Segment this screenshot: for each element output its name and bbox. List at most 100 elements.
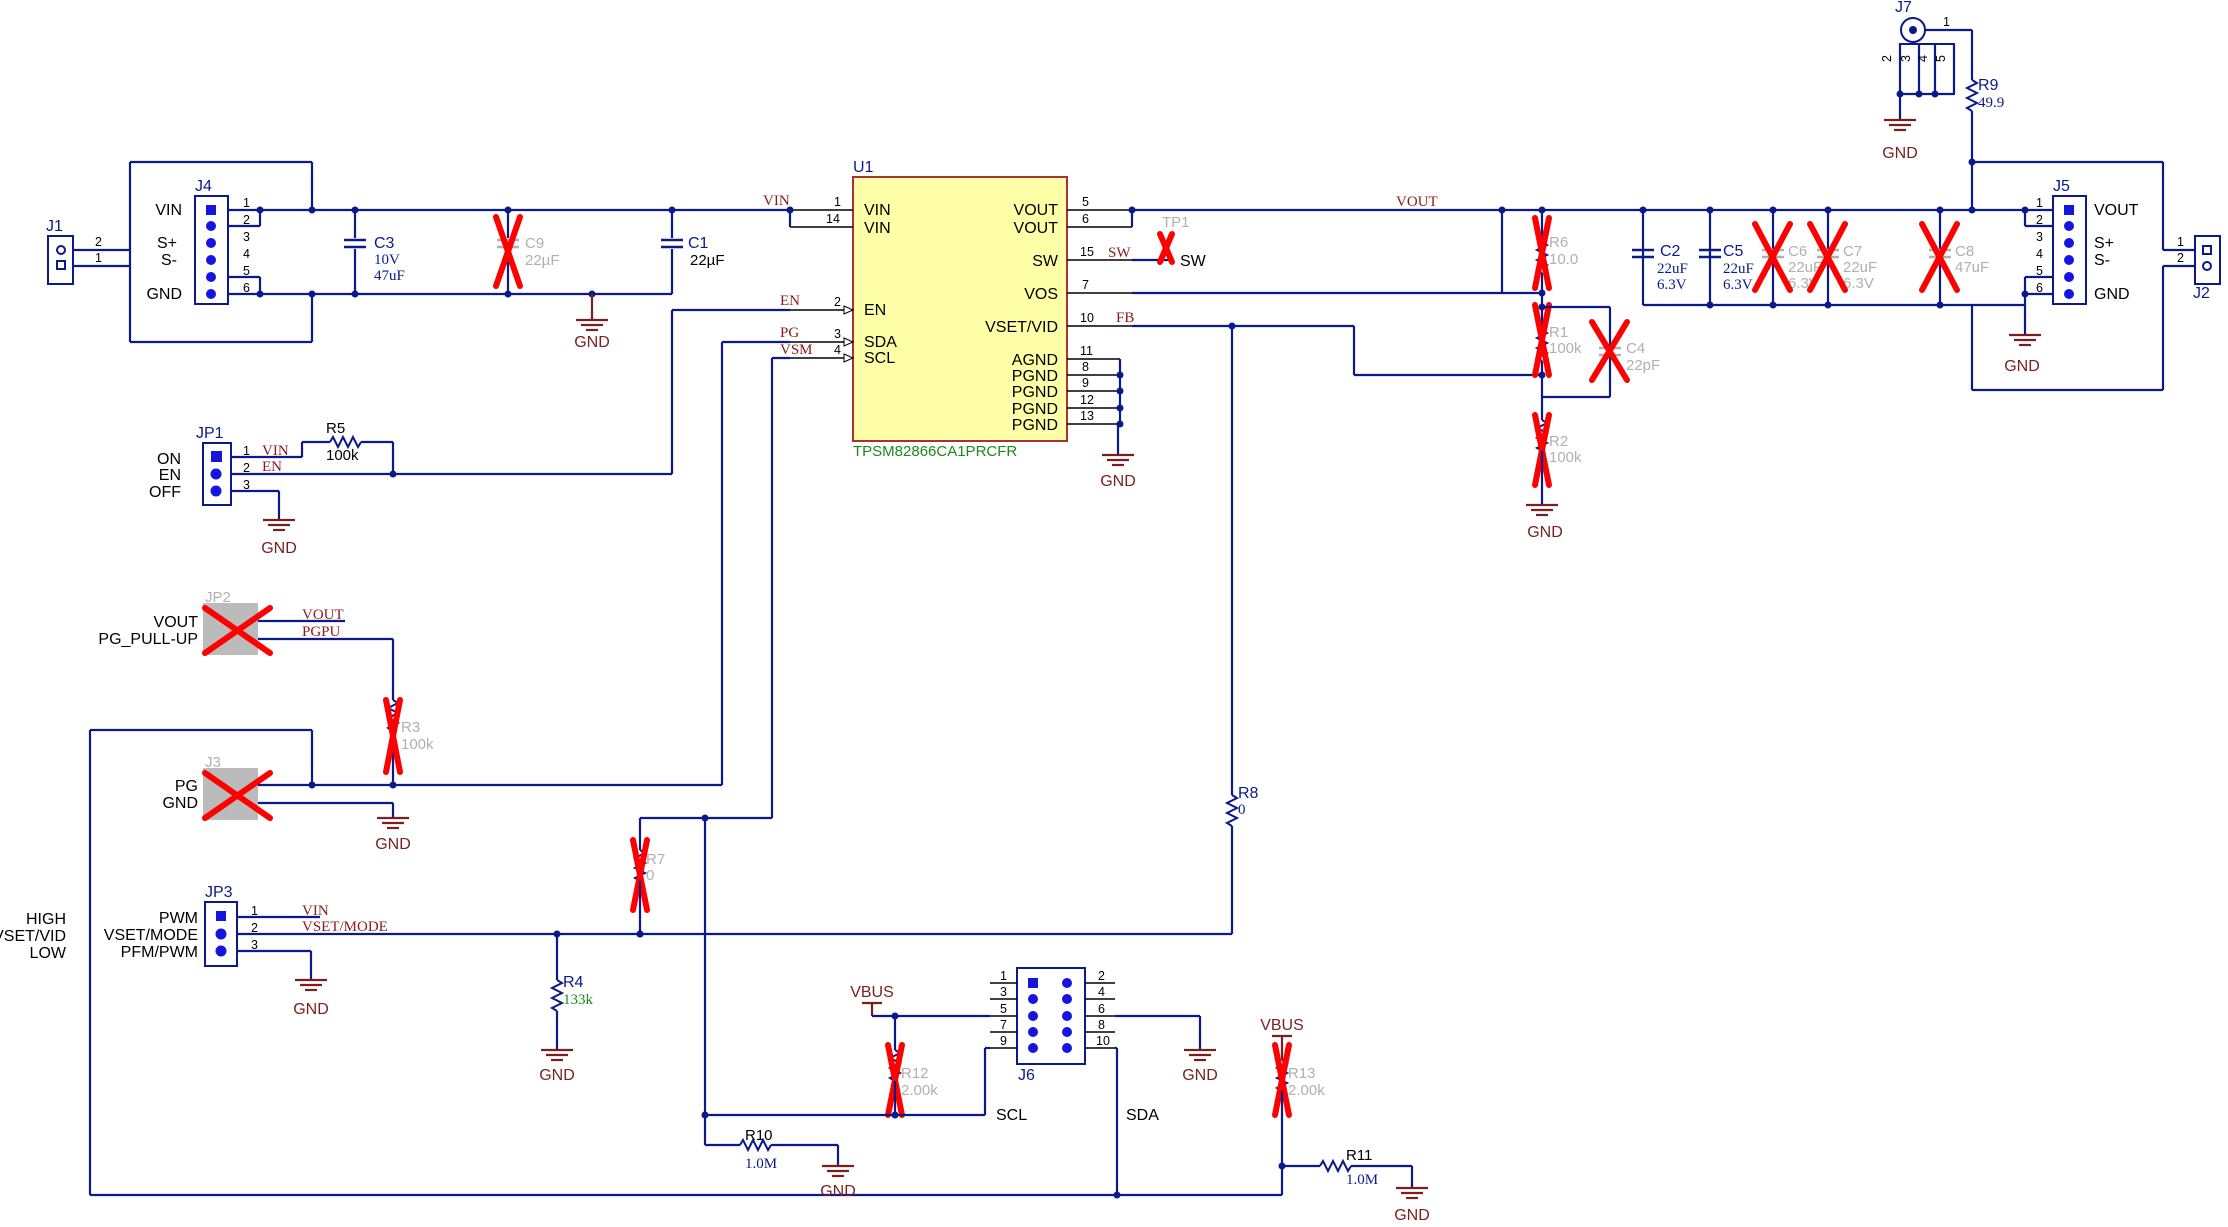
resistor-r11[interactable]: R11 1.0M	[1319, 1147, 1378, 1188]
svg-text:VSET/VID: VSET/VID	[985, 319, 1058, 336]
svg-text:SCL: SCL	[996, 1107, 1027, 1124]
svg-text:VIN: VIN	[262, 443, 289, 459]
resistor-r9[interactable]: R9 49.9	[1964, 77, 2004, 112]
svg-text:6: 6	[2036, 281, 2043, 295]
vbus-symbol: VBUS	[850, 984, 894, 1016]
svg-text:VOUT: VOUT	[154, 614, 199, 631]
connector-j5[interactable]: J5 VOUT S+ S- GND 1 2 3 4 5 6	[2036, 178, 2139, 305]
svg-text:2.00k: 2.00k	[1288, 1082, 1325, 1099]
jumper-jp1[interactable]: JP1 ON EN OFF 1 2 3	[149, 425, 250, 506]
svg-text:S+: S+	[157, 235, 177, 252]
capacitor-c5[interactable]: C5 22uF 6.3V	[1699, 243, 1754, 293]
svg-text:22µF: 22µF	[690, 252, 725, 269]
ic-part: TPSM82866CA1PRCFR	[853, 443, 1017, 460]
svg-text:C6: C6	[1788, 243, 1807, 260]
svg-text:6: 6	[243, 281, 250, 295]
svg-text:GND: GND	[574, 334, 610, 351]
svg-text:1: 1	[243, 444, 250, 458]
svg-text:GND: GND	[1882, 145, 1918, 162]
svg-text:6.3V: 6.3V	[1843, 275, 1874, 292]
svg-text:2: 2	[1098, 969, 1105, 983]
svg-text:SW: SW	[1180, 253, 1207, 270]
svg-text:1: 1	[834, 195, 841, 209]
svg-text:PG_PULL-UP: PG_PULL-UP	[98, 631, 198, 648]
svg-text:C5: C5	[1723, 243, 1744, 260]
capacitor-c3[interactable]: C3 10V 47uF	[344, 210, 405, 294]
resistor-r6-dnp[interactable]: R6 10.0	[1532, 215, 1578, 291]
capacitor-c1[interactable]: C1 22µF	[661, 210, 725, 294]
svg-text:8: 8	[1098, 1018, 1105, 1032]
gnd-symbol: GND	[574, 294, 610, 351]
svg-text:5: 5	[1934, 55, 1948, 62]
resistor-r13-dnp[interactable]: R13 2.00k	[1272, 1042, 1325, 1118]
svg-text:0: 0	[646, 867, 654, 884]
svg-text:7: 7	[1082, 278, 1089, 292]
svg-text:3: 3	[1899, 55, 1913, 62]
capacitor-c9-dnp[interactable]: C9 22µF	[493, 210, 560, 294]
svg-text:C2: C2	[1660, 243, 1681, 260]
resistor-r12-dnp[interactable]: R12 2.00k	[885, 1042, 938, 1118]
gnd-symbol: GND	[1182, 1048, 1218, 1084]
capacitor-c8-dnp[interactable]: C8 47uF	[1919, 221, 1989, 293]
svg-text:SW: SW	[1032, 253, 1059, 270]
svg-text:3: 3	[2036, 230, 2043, 244]
svg-text:SDA: SDA	[1126, 1107, 1159, 1124]
connector-j6[interactable]: J6 1 3 5 7 9 2 4 6 8 10 SCL SDA	[996, 967, 1159, 1124]
resistor-r1-dnp[interactable]: R1 100k	[1532, 302, 1582, 378]
ic-u1[interactable]: U1 TPSM82866CA1PRCFR 1 14 2 3 4 VIN VIN …	[790, 159, 1132, 460]
connector-j4[interactable]: J4 VIN S+ S- GND 1 2 3 4 5 6	[146, 178, 250, 305]
svg-text:OFF: OFF	[149, 484, 181, 501]
capacitor-c7-dnp[interactable]: C7 22uF 6.3V	[1807, 221, 1877, 293]
svg-text:R10: R10	[745, 1127, 773, 1144]
svg-text:R4: R4	[563, 974, 584, 991]
capacitor-c2[interactable]: C2 22uF 6.3V	[1632, 243, 1688, 293]
gnd-symbol: GND	[1882, 118, 1918, 162]
gnd-symbol: GND	[1526, 503, 1563, 541]
testpoint-tp1-dnp[interactable]: TP1 SW	[1157, 214, 1207, 270]
svg-text:S-: S-	[161, 252, 177, 269]
svg-text:5: 5	[1082, 195, 1089, 209]
svg-text:C4: C4	[1626, 340, 1645, 357]
svg-text:GND: GND	[375, 836, 411, 853]
svg-text:VIN: VIN	[155, 202, 182, 219]
resistor-r8[interactable]: R8 0	[1224, 785, 1259, 827]
resistor-r3-dnp[interactable]: R3 100k	[383, 697, 434, 785]
connector-j3-dnp[interactable]: J3 PG GND	[162, 754, 273, 821]
svg-text:J6: J6	[1018, 1067, 1035, 1084]
svg-text:13: 13	[1080, 409, 1094, 423]
svg-text:5: 5	[243, 264, 250, 278]
svg-text:VIN: VIN	[302, 903, 329, 919]
ic-pin-vin2: VIN	[864, 220, 891, 237]
svg-text:22pF: 22pF	[1626, 357, 1660, 374]
svg-text:PG: PG	[780, 325, 799, 341]
svg-text:VBUS: VBUS	[1260, 1017, 1304, 1034]
svg-text:R11: R11	[1346, 1147, 1372, 1164]
svg-text:R13: R13	[1288, 1065, 1316, 1082]
svg-text:FB: FB	[1116, 310, 1134, 326]
ic-ref: U1	[853, 159, 874, 176]
svg-text:2: 2	[2177, 251, 2184, 265]
connector-j2[interactable]: J2 1 2	[2177, 235, 2221, 302]
svg-text:GND: GND	[146, 286, 182, 303]
svg-text:GND: GND	[162, 795, 198, 812]
svg-text:R8: R8	[1238, 785, 1259, 802]
capacitor-c4-dnp[interactable]: C4 22pF	[1589, 319, 1660, 383]
resistor-r2-dnp[interactable]: R2 100k	[1532, 412, 1582, 488]
ic-pin-vin: VIN	[864, 202, 891, 219]
svg-text:VOUT: VOUT	[1014, 220, 1059, 237]
svg-text:C7: C7	[1843, 243, 1862, 260]
svg-text:VIN: VIN	[763, 193, 790, 209]
connector-j1[interactable]: J1 2 1	[46, 218, 130, 285]
connector-j7[interactable]: J7 1 2 3 4 5	[1880, 0, 1972, 98]
resistor-r10[interactable]: R10 1.0M	[739, 1127, 777, 1172]
jumper-jp2-dnp[interactable]: JP2 VOUT PG_PULL-UP	[98, 589, 273, 656]
svg-text:GND: GND	[261, 540, 297, 557]
resistor-r5[interactable]: R5 100k	[326, 420, 362, 464]
svg-text:2: 2	[243, 461, 250, 475]
svg-text:VOUT: VOUT	[2094, 202, 2139, 219]
resistor-r4[interactable]: R4 133k	[549, 974, 594, 1012]
jumper-jp3[interactable]: JP3 PWM VSET/MODE PFM/PWM HIGH VSET/VID …	[0, 884, 258, 967]
svg-text:6.3V: 6.3V	[1657, 277, 1687, 293]
svg-text:J3: J3	[205, 754, 221, 771]
resistor-r7-dnp[interactable]: R7 0	[630, 837, 665, 913]
